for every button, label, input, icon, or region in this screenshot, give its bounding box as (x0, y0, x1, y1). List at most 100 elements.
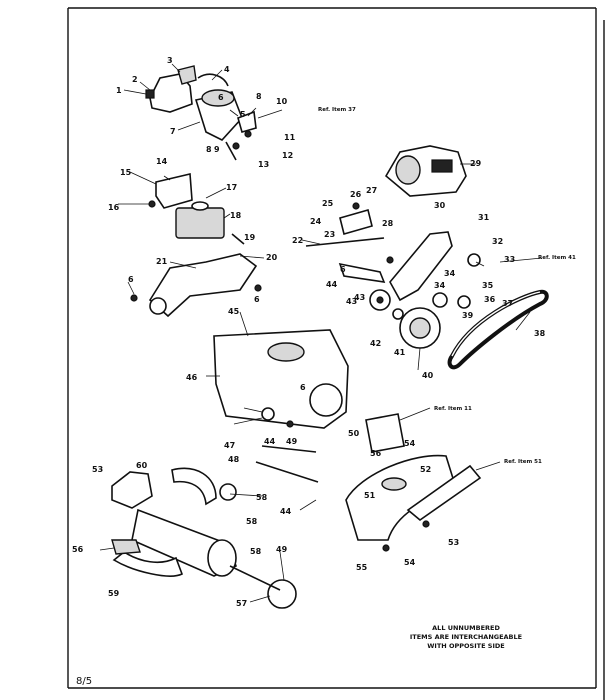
callout-49: 49 (286, 437, 298, 446)
callout-55: 55 (356, 563, 368, 572)
callout-3: 3 (167, 56, 173, 65)
frame-arm-nut (254, 284, 262, 292)
callout-46: 46 (186, 373, 198, 382)
callout-24: 24 (310, 217, 322, 226)
callout-54: 54 (404, 558, 416, 567)
chute-collar (201, 89, 235, 107)
callout-37: 37 (502, 299, 513, 308)
callout-10: 10 (276, 97, 288, 106)
deflector-spring (197, 73, 229, 87)
discharge-nut (422, 520, 430, 528)
chute-rod (225, 141, 237, 161)
linkage-screw (352, 202, 360, 210)
callout-33: 33 (504, 255, 515, 264)
auger-collar (219, 483, 237, 501)
callout-57: 57 (236, 599, 247, 608)
callout-34-b: 34 (434, 281, 446, 290)
note-line-2: ITEMS ARE INTERCHANGEABLE (410, 633, 522, 641)
auger-tube-end (207, 539, 237, 577)
callout-21: 21 (156, 257, 168, 266)
drive-belt-highlight (451, 291, 541, 357)
frame-arm-hub (149, 297, 167, 315)
frame-arm-assembly (130, 253, 262, 318)
chute-washer (232, 142, 240, 150)
callout-6-frame: 6 (128, 275, 134, 284)
impeller (111, 471, 153, 509)
callout-18: 18 (230, 211, 242, 220)
ref-item-37-label: Ref. Item 37 (318, 107, 356, 113)
callout-6-linkage: 6 (340, 265, 346, 274)
callout-43: 43 (346, 297, 357, 306)
callout-4: 4 (224, 65, 230, 74)
pulley-spacer (467, 253, 481, 267)
auger-pulley-hub (409, 317, 431, 339)
pulley-washer (392, 308, 404, 320)
fuel-tank (175, 207, 225, 239)
small-pulley (432, 292, 448, 308)
frame-arm-bolt (130, 294, 138, 302)
callout-5: 5 (240, 110, 246, 119)
callout-1: 1 (116, 86, 122, 95)
auger-bearing (111, 539, 141, 555)
drive-pulley-assembly (369, 231, 549, 370)
callout-26: 26 (350, 190, 362, 199)
discharge-chute-arm (406, 464, 482, 522)
callout-45: 45 (228, 307, 240, 316)
callout-7: 7 (170, 127, 176, 136)
auger-housing-assembly (213, 329, 349, 483)
callout-44-c: 44 (280, 507, 292, 516)
callout-6-housing: 6 (300, 383, 306, 392)
linkage-nut (386, 256, 394, 264)
auger-assembly (111, 467, 297, 609)
callout-50: 50 (348, 429, 360, 438)
control-linkage (305, 202, 394, 283)
engine-flywheel (395, 155, 421, 185)
callout-13: 13 (258, 160, 269, 169)
callout-8: 8 (256, 92, 262, 101)
callout-28: 28 (382, 219, 394, 228)
callout-23: 23 (324, 230, 335, 239)
callout-43-b: 43 (354, 293, 365, 302)
callout-58: 58 (256, 493, 268, 502)
callout-41: 41 (394, 348, 406, 357)
discharge-bracket (365, 413, 405, 453)
callout-30: 30 (434, 201, 446, 210)
callout-22: 22 (292, 236, 303, 245)
callout-11: 11 (284, 133, 296, 142)
callout-44: 44 (326, 280, 338, 289)
callout-12: 12 (282, 151, 293, 160)
callout-31: 31 (478, 213, 490, 222)
discharge-seal (381, 477, 407, 491)
callout-56: 56 (72, 545, 84, 554)
engine-assembly (384, 145, 467, 197)
auger-flight-lower (112, 551, 184, 577)
fuel-line (231, 233, 245, 245)
tank-bracket (155, 173, 193, 209)
auger-shaft-key (261, 445, 317, 453)
auger-shaft (255, 461, 319, 483)
callout-38: 38 (534, 329, 546, 338)
callout-8-b: 8 (206, 145, 212, 154)
page-number: 8/5 (76, 676, 92, 687)
callout-14: 14 (156, 157, 168, 166)
callout-40: 40 (422, 371, 434, 380)
housing-side-plate (309, 383, 343, 417)
page-frame (67, 7, 605, 700)
fuel-cap (191, 201, 209, 211)
callout-51: 51 (364, 491, 376, 500)
callout-15: 15 (120, 168, 132, 177)
callout-48: 48 (228, 455, 240, 464)
side-discharge-assembly (345, 413, 482, 552)
idler-pulley-hub (376, 296, 384, 304)
callout-47: 47 (224, 441, 235, 450)
auger-flight-upper (171, 467, 217, 506)
callout-9: 9 (214, 145, 220, 154)
callout-17: 17 (226, 183, 237, 192)
callout-54-b: 54 (404, 439, 416, 448)
callout-59: 59 (108, 589, 120, 598)
chute-bolt (145, 89, 155, 99)
callout-2: 2 (132, 75, 138, 84)
callout-35: 35 (482, 281, 494, 290)
callout-6: 6 (218, 93, 224, 102)
